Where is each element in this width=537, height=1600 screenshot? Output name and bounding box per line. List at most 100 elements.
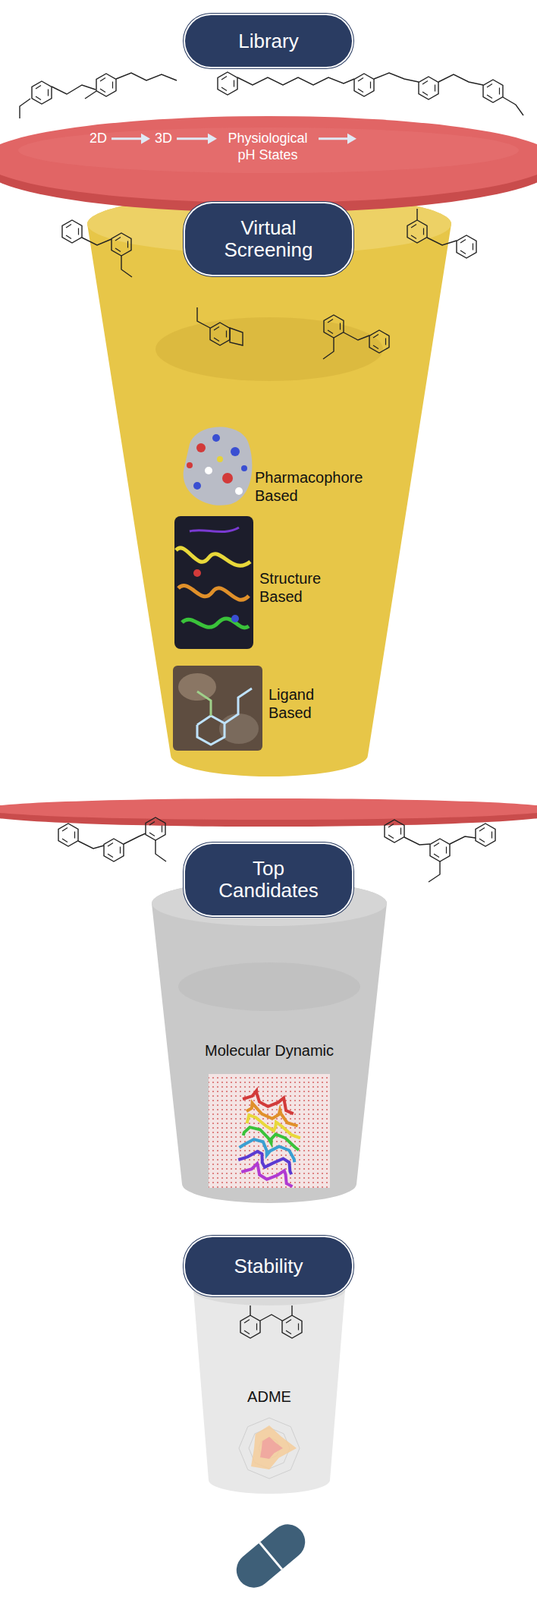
stage-text: Molecular Dynamic xyxy=(147,1040,391,1059)
circle-part xyxy=(204,466,213,475)
polyline-part xyxy=(81,237,112,245)
polyline-part xyxy=(123,832,146,844)
stage-pill: Top Candidates xyxy=(185,843,352,915)
stage-label: Top Candidates xyxy=(204,857,333,901)
use-part xyxy=(282,1314,302,1338)
polyline-part xyxy=(291,1304,293,1315)
path-part xyxy=(178,585,249,600)
polyline-part xyxy=(84,91,97,99)
stage-text: Ligand Based xyxy=(268,684,333,722)
polyline-part xyxy=(243,1126,299,1150)
circle-part xyxy=(230,446,240,456)
use-part xyxy=(407,219,428,243)
polyline-part xyxy=(260,1313,283,1320)
circle-part xyxy=(196,442,206,453)
stage-text: Structure Based xyxy=(259,568,336,606)
rect-part xyxy=(172,665,263,751)
polyline-part xyxy=(323,337,334,359)
stage-text: Physiological pH States xyxy=(221,130,315,164)
path-part xyxy=(183,427,253,506)
rect-part xyxy=(208,1073,330,1188)
ellipse-part xyxy=(155,317,384,381)
use-part xyxy=(111,232,132,256)
polyline-part xyxy=(237,77,355,85)
polyline-part xyxy=(51,84,96,95)
arrow-head xyxy=(207,133,217,145)
use-part xyxy=(369,329,390,353)
lower-dish xyxy=(0,797,537,826)
polygon-part xyxy=(229,327,243,346)
stage-pill: Library xyxy=(185,15,352,67)
ellipse-part xyxy=(193,1274,346,1305)
path-part xyxy=(193,1274,346,1493)
polyline-part xyxy=(427,237,457,245)
use-part xyxy=(475,822,496,846)
stage-text: 3D xyxy=(154,130,173,148)
library-molecules xyxy=(19,72,524,119)
circle-part xyxy=(193,481,201,490)
arrow-head xyxy=(141,133,151,145)
arrow-shaft xyxy=(111,137,143,140)
use-part xyxy=(96,73,117,97)
polygon-part xyxy=(260,1435,283,1458)
use-part xyxy=(418,76,439,100)
path-part xyxy=(151,879,387,1203)
stage-text: 2D xyxy=(89,130,107,148)
use-part xyxy=(384,819,405,842)
circle-part xyxy=(231,614,239,622)
use-part xyxy=(58,822,79,846)
stage-text: ADME xyxy=(189,1386,349,1405)
rect-part xyxy=(174,515,254,649)
path-part xyxy=(189,527,239,532)
circle-part xyxy=(193,568,201,577)
polyline-part xyxy=(155,839,167,861)
dynamics-cup: Molecular Dynamic xyxy=(147,879,391,1206)
library-dish: 2D 3D Physiological pH States xyxy=(0,112,537,215)
arrow-shaft xyxy=(176,137,210,140)
line-part xyxy=(259,1541,283,1568)
adme-cup: ADME xyxy=(189,1274,349,1502)
ellipse-part xyxy=(18,127,519,173)
polyline-part xyxy=(438,74,484,85)
arrow-shaft xyxy=(318,137,349,140)
stage-pill: Virtual Screening xyxy=(185,203,352,275)
ellipse-part xyxy=(178,672,217,701)
circle-part xyxy=(216,455,223,462)
arrow-head xyxy=(347,133,357,145)
ellipse-part xyxy=(151,879,387,926)
path-part xyxy=(87,193,452,776)
drug-capsule xyxy=(229,1516,312,1594)
ellipse-part xyxy=(0,797,537,820)
polyline-part xyxy=(19,98,31,119)
polyline-part xyxy=(197,715,225,745)
use-part xyxy=(145,816,166,840)
polygon-part xyxy=(251,1424,297,1469)
circle-part xyxy=(212,433,220,442)
step-arrow xyxy=(111,133,151,145)
polygon-part xyxy=(238,1416,300,1478)
polyline-part xyxy=(78,840,104,848)
polyline-part xyxy=(249,1304,251,1315)
ellipse-part xyxy=(0,116,537,203)
stage-label: Library xyxy=(238,30,299,53)
molecule-sketch xyxy=(62,208,477,359)
polyline-part xyxy=(224,687,252,723)
use-part xyxy=(31,81,52,104)
polyline-part xyxy=(116,72,177,81)
rect-part xyxy=(229,1516,312,1594)
molecule-sketch xyxy=(240,1304,302,1338)
polyline-part xyxy=(343,332,370,340)
circle-part xyxy=(186,461,193,468)
path-part xyxy=(175,547,251,566)
molecule-sketch xyxy=(58,816,496,882)
use-part xyxy=(483,79,503,103)
circle-part xyxy=(241,464,248,472)
polyline-part xyxy=(404,836,431,845)
rect-part xyxy=(208,1073,330,1188)
use-part xyxy=(210,322,230,346)
ellipse-part xyxy=(178,961,361,1011)
stage-text: Pharmacophore Based xyxy=(254,467,377,505)
screening-cup: Pharmacophore BasedStructure BasedLigand… xyxy=(83,193,456,782)
polyline-part xyxy=(428,860,440,882)
